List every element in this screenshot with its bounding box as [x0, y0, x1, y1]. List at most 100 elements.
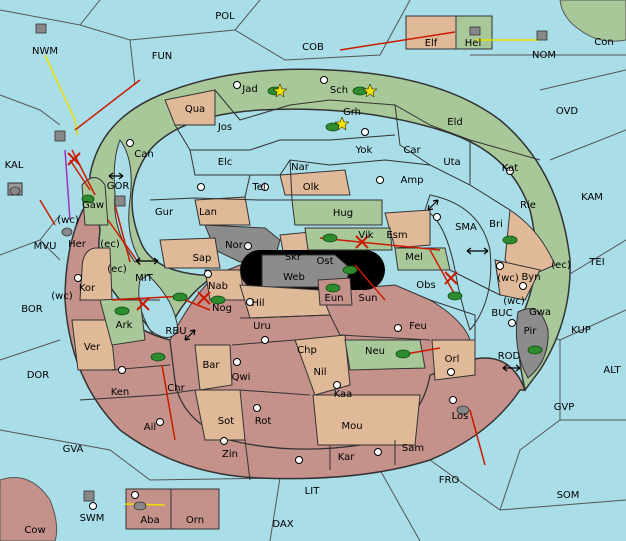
sea-label-cob: COB — [302, 42, 324, 53]
territory-nil[interactable] — [294, 334, 351, 396]
land-label-eun: Eun — [325, 293, 344, 304]
territory-vik[interactable] — [304, 227, 393, 251]
land-label-chp: Chp — [297, 345, 317, 356]
territory-cow-land[interactable] — [0, 477, 58, 541]
land-label-rot: Rot — [255, 416, 272, 427]
territory-esm[interactable] — [384, 209, 431, 249]
land-label-orn: Orn — [186, 515, 204, 526]
land-label-kaa: Kaa — [334, 389, 353, 400]
land-label-sun: Sun — [358, 293, 377, 304]
land-label-qua: Qua — [185, 104, 205, 115]
sea-label-dor: DOR — [27, 370, 50, 381]
land-label-aba: Aba — [140, 515, 159, 526]
land-label-mel: Mel — [405, 252, 423, 263]
territory-bar[interactable] — [194, 344, 233, 391]
territory-byn[interactable] — [494, 259, 541, 301]
land-label-los: Los — [452, 411, 469, 422]
land-label-gwa: Gwa — [529, 307, 551, 318]
land-label-byn: Byn — [521, 272, 540, 283]
land-label-chr: Chr — [167, 383, 185, 394]
territory-qua[interactable] — [164, 89, 216, 126]
land-label-zin: Zin — [222, 449, 238, 460]
territory-lan[interactable] — [194, 196, 251, 226]
land-label-car: Car — [403, 145, 421, 156]
land-label-elc: Elc — [218, 157, 233, 168]
land-label-sam: Sam — [402, 443, 424, 454]
sea-label-rod: ROD — [498, 351, 521, 362]
land-label-uta: Uta — [443, 157, 460, 168]
land-label-ark: Ark — [116, 320, 133, 331]
land-label-her: Her — [68, 239, 87, 250]
units — [81, 86, 543, 362]
coast-tag-ec: (ec) — [100, 239, 120, 250]
land-label-olk: Olk — [303, 182, 320, 193]
land-label-ost: Ost — [316, 256, 333, 267]
territory-mou[interactable] — [312, 394, 421, 446]
land-label-gaw: Gaw — [82, 200, 104, 211]
land-label-sap: Sap — [193, 253, 212, 264]
sea-label-gor: GOR — [107, 181, 130, 192]
land-label-vik: Vik — [358, 230, 373, 241]
land-label-nog: Nog — [212, 303, 232, 314]
land-label-skr: Skr — [285, 252, 302, 263]
land-label-eld: Eld — [447, 117, 462, 128]
land-label-kar: Kar — [338, 452, 356, 463]
territory-con-land[interactable] — [559, 0, 626, 42]
sea-label-nwm: NWM — [32, 46, 58, 57]
sea-label-nom: NOM — [532, 50, 556, 61]
coast-tag-wc: (wc) — [503, 296, 525, 307]
territory-sap[interactable] — [159, 237, 221, 269]
land-label-feu: Feu — [409, 321, 427, 332]
land-label-esm: Esm — [386, 230, 407, 241]
sma-sea[interactable] — [424, 194, 492, 332]
sea-label-buc: BUC — [491, 308, 512, 319]
sea-label-fun: FUN — [152, 51, 173, 62]
land-label-rie: Rie — [520, 200, 536, 211]
land-label-uru: Uru — [253, 321, 271, 332]
sea-label-kup: KUP — [571, 325, 591, 336]
land-label-ken: Ken — [111, 387, 130, 398]
land-label-orl: Orl — [445, 354, 460, 365]
land-label-yok: Yok — [355, 145, 373, 156]
sea-label-kam: KAM — [581, 192, 603, 203]
territory-neu[interactable] — [344, 339, 426, 371]
coast-tag-ec: (ec) — [551, 260, 571, 271]
land-label-nar: Nar — [291, 162, 310, 173]
coast-tag-ec: (ec) — [107, 264, 127, 275]
land-label-nab: Nab — [208, 281, 228, 292]
land-borders — [79, 89, 541, 481]
sea-label-con: Con — [594, 37, 613, 48]
land-label-ver: Ver — [84, 342, 101, 353]
sea-label-som: SOM — [557, 490, 580, 501]
land-label-bri: Bri — [489, 219, 503, 230]
land-label-kor: Kor — [79, 283, 96, 294]
land-label-can: Can — [134, 149, 153, 160]
territory-olk[interactable] — [279, 169, 351, 196]
land-label-mou: Mou — [341, 421, 362, 432]
land-label-kat: Kat — [502, 163, 519, 174]
territory-hug[interactable] — [291, 199, 383, 226]
territory-orl[interactable] — [431, 339, 476, 381]
grey-units — [9, 23, 548, 511]
land-label-grh: Grh — [343, 107, 361, 118]
gor-sea[interactable] — [113, 138, 141, 263]
land-label-neu: Neu — [365, 346, 385, 357]
failed-orders — [67, 152, 458, 311]
land-label-jad: Jad — [241, 84, 257, 95]
land-label-ail: Ail — [144, 422, 156, 433]
land-label-hug: Hug — [333, 208, 353, 219]
territory-pir[interactable] — [515, 308, 549, 379]
territory-kor[interactable] — [79, 247, 113, 301]
sea-label-sma: SMA — [455, 222, 477, 233]
territory-gaw[interactable] — [81, 177, 109, 226]
stars — [272, 83, 378, 131]
sea-label-mit: MIT — [135, 273, 154, 284]
territory-aba[interactable] — [125, 488, 172, 530]
territory-orn[interactable] — [170, 488, 220, 530]
coast-tag-wc: (wc) — [51, 291, 73, 302]
land-label-hil: Hil — [251, 298, 264, 309]
